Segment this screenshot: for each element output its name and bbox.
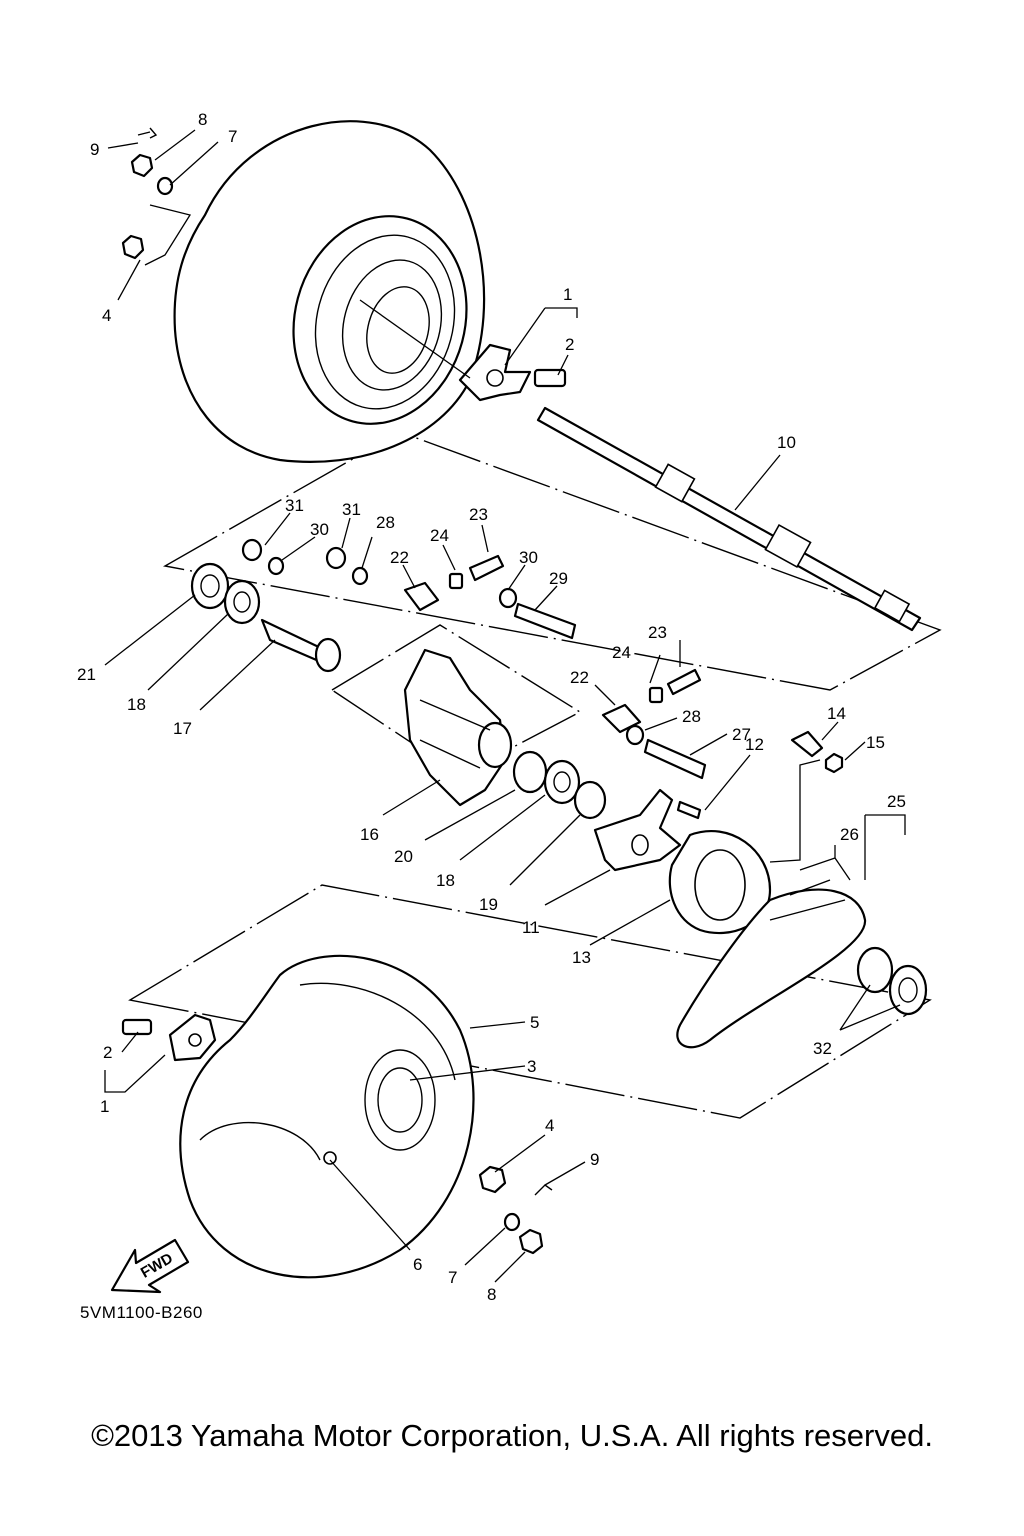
callout-13: 13 — [572, 948, 591, 967]
callout-23-lower: 23 — [648, 623, 667, 642]
callout-7: 7 — [228, 127, 237, 146]
rear-wheel-frame — [128, 884, 932, 1119]
callout-29: 29 — [549, 569, 568, 588]
callout-8: 8 — [198, 110, 207, 129]
callout-9: 9 — [90, 140, 99, 159]
callout-22: 22 — [390, 548, 409, 567]
callout-2-lower: 2 — [103, 1043, 112, 1062]
callout-21: 21 — [77, 665, 96, 684]
callout-11: 11 — [522, 918, 540, 937]
lower-hub — [121, 1013, 217, 1062]
axle-shaft — [536, 406, 922, 632]
callout-25: 25 — [887, 792, 906, 811]
callout-2: 2 — [565, 335, 574, 354]
lower-wheel — [179, 954, 475, 1279]
axle-assembly-frame — [162, 431, 942, 691]
callout-31: 31 — [285, 496, 304, 515]
upper-tire — [173, 120, 486, 463]
callout-10: 10 — [777, 433, 796, 452]
callout-7-lower: 7 — [448, 1268, 457, 1287]
callout-4: 4 — [102, 306, 111, 325]
drive-chain — [676, 879, 867, 1049]
upper-hub — [458, 343, 567, 402]
callout-16: 16 — [360, 825, 379, 844]
bearings-spacers — [190, 562, 607, 820]
callout-5: 5 — [530, 1013, 539, 1032]
callout-28: 28 — [376, 513, 395, 532]
callout-27: 27 — [732, 725, 751, 744]
callout-1-lower: 1 — [100, 1097, 109, 1116]
copyright-notice: ©2013 Yamaha Motor Corporation, U.S.A. A… — [91, 1418, 933, 1453]
callout-32: 32 — [813, 1039, 832, 1058]
callout-14: 14 — [827, 704, 846, 723]
upper-fasteners — [121, 127, 174, 260]
callout-28-lower: 28 — [682, 707, 701, 726]
right-bearings — [856, 946, 928, 1016]
callout-26: 26 — [840, 825, 859, 844]
callout-24-lower: 24 — [612, 643, 631, 662]
callout-31-b: 31 — [342, 500, 361, 519]
callout-17: 17 — [173, 719, 192, 738]
callout-numbers: 1 1 2 2 3 4 4 5 6 7 7 8 8 9 9 10 11 12 1… — [77, 110, 906, 1304]
callout-18-lower: 18 — [436, 871, 455, 890]
drawing-code: 5VM1100-B260 — [80, 1303, 203, 1322]
callout-8-lower: 8 — [487, 1285, 496, 1304]
callout-4-lower: 4 — [545, 1116, 554, 1135]
callout-20: 20 — [394, 847, 413, 866]
callout-23: 23 — [469, 505, 488, 524]
callout-22-lower: 22 — [570, 668, 589, 687]
lower-fasteners — [478, 1165, 553, 1255]
callout-3: 3 — [527, 1057, 536, 1076]
callout-12: 12 — [745, 735, 764, 754]
sprocket-assembly — [593, 788, 772, 935]
leader-lines — [104, 129, 906, 1283]
small-hardware — [241, 538, 844, 820]
callout-30: 30 — [310, 520, 329, 539]
callout-30-lower: 30 — [519, 548, 538, 567]
hub-carrier — [403, 648, 513, 807]
callout-9-lower: 9 — [590, 1150, 599, 1169]
callout-24: 24 — [430, 526, 449, 545]
callout-6: 6 — [413, 1255, 422, 1274]
callout-18: 18 — [127, 695, 146, 714]
callout-19: 19 — [479, 895, 498, 914]
callout-1: 1 — [563, 285, 572, 304]
fwd-arrow: FWD — [110, 1238, 190, 1294]
callout-15: 15 — [866, 733, 885, 752]
